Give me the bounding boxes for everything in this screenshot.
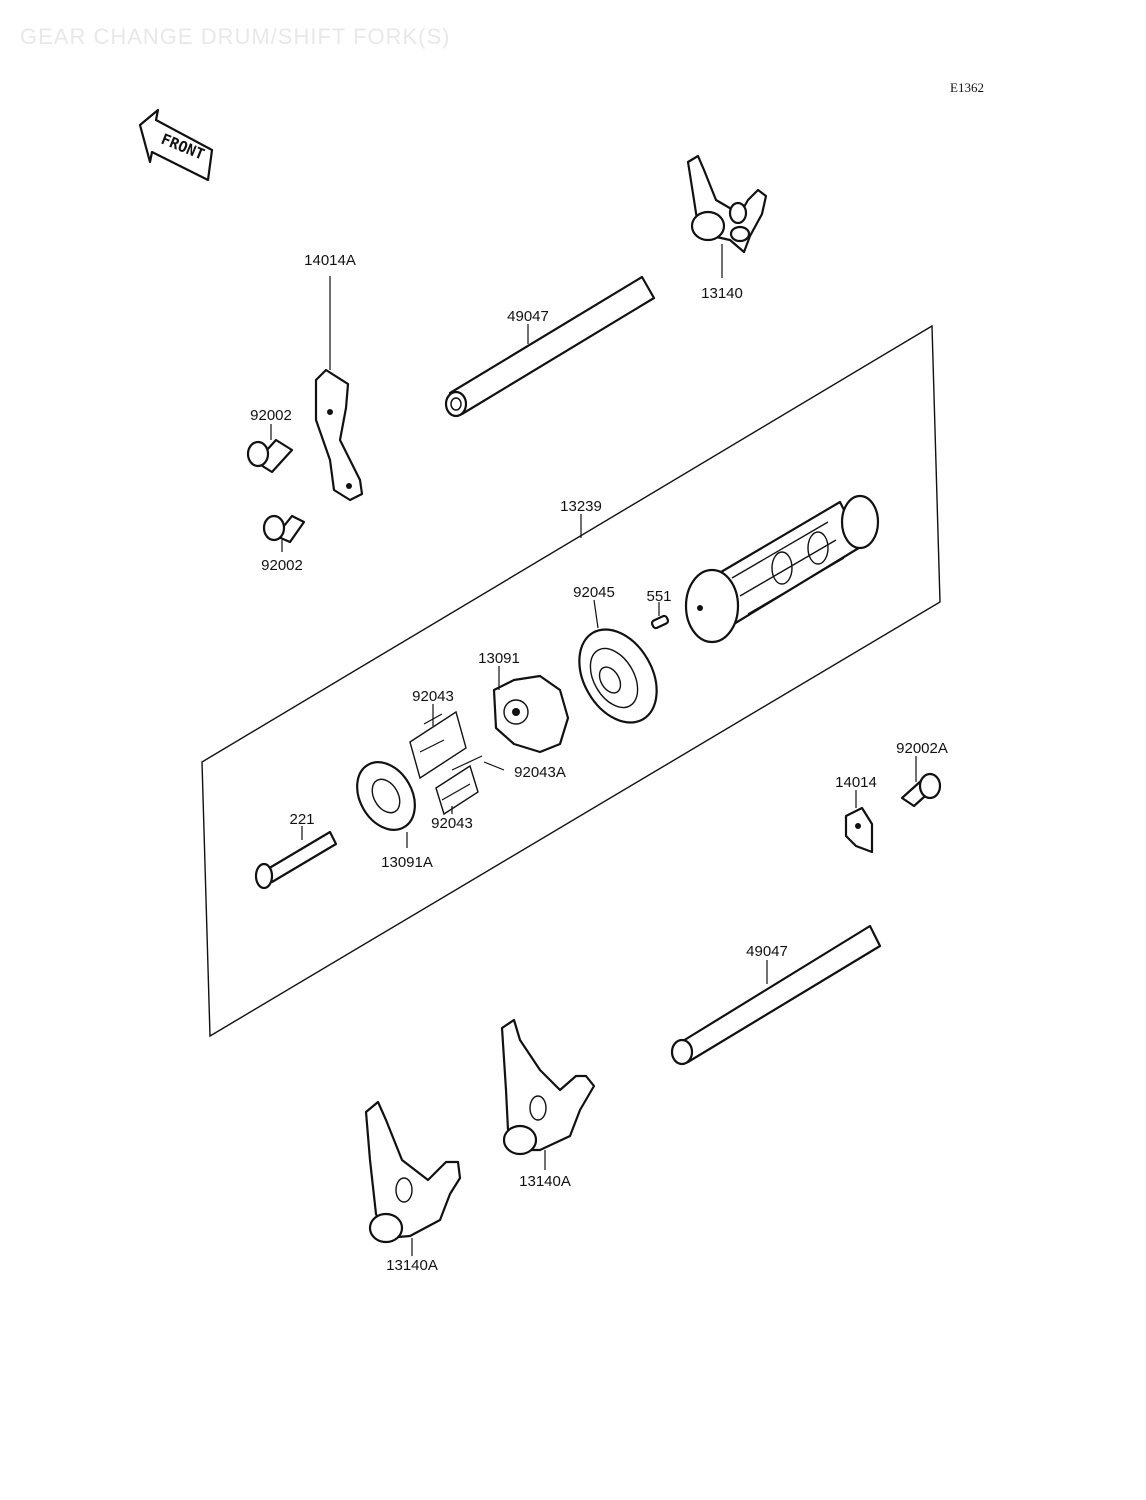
bolt-92002a [900,772,942,808]
diagram-code: E1362 [950,80,984,95]
shift-rod-49047-lower [670,924,882,1066]
label-fork-13140a-left: 13140A [386,1257,438,1274]
shift-rod-49047-upper [444,275,656,418]
label-plate-14014a: 14014A [304,252,356,269]
pin-551 [650,614,670,630]
plate-13091a [356,761,416,831]
label-bearing-92045: 92045 [573,584,615,601]
bearing-92045 [578,628,658,724]
shift-fork-13140 [686,154,768,254]
label-screw-221: 221 [289,811,314,828]
label-pins-92043-lower: 92043 [431,815,473,832]
label-shaft-upper: 49047 [507,308,549,325]
label-fork-13140a-mid: 13140A [519,1173,571,1190]
label-holder-13091: 13091 [478,650,520,667]
label-drum-13239: 13239 [560,498,602,515]
diagram-title: GEAR CHANGE DRUM/SHIFT FORK(S) [20,24,451,49]
bolt-92002-upper [246,438,294,474]
front-arrow-icon: FRONT [138,108,214,182]
label-bolt-92002a: 92002A [896,740,948,757]
label-fork-13140: 13140 [701,285,743,302]
label-shaft-lower: 49047 [746,943,788,960]
shift-fork-13140a-left [364,1100,462,1244]
label-plate-14014: 14014 [835,774,877,791]
label-bolt-lower: 92002 [261,557,303,574]
label-bolt-upper: 92002 [250,407,292,424]
drum-assembly-outline [201,324,941,1038]
shift-fork-13140a-mid [500,1018,596,1156]
label-pin-92043a: 92043A [514,764,566,781]
screw-221 [254,830,338,890]
plate-14014a [314,368,364,502]
leader-lines [270,244,917,1256]
label-pins-92043-upper: 92043 [412,688,454,705]
label-plate-13091a: 13091A [381,854,433,871]
label-pin-551: 551 [646,588,671,605]
shift-drum-13239 [684,494,880,644]
pins-92043 [409,710,483,816]
bolt-92002-lower [262,514,306,544]
holder-13091 [492,674,570,754]
plate-14014 [844,806,874,854]
